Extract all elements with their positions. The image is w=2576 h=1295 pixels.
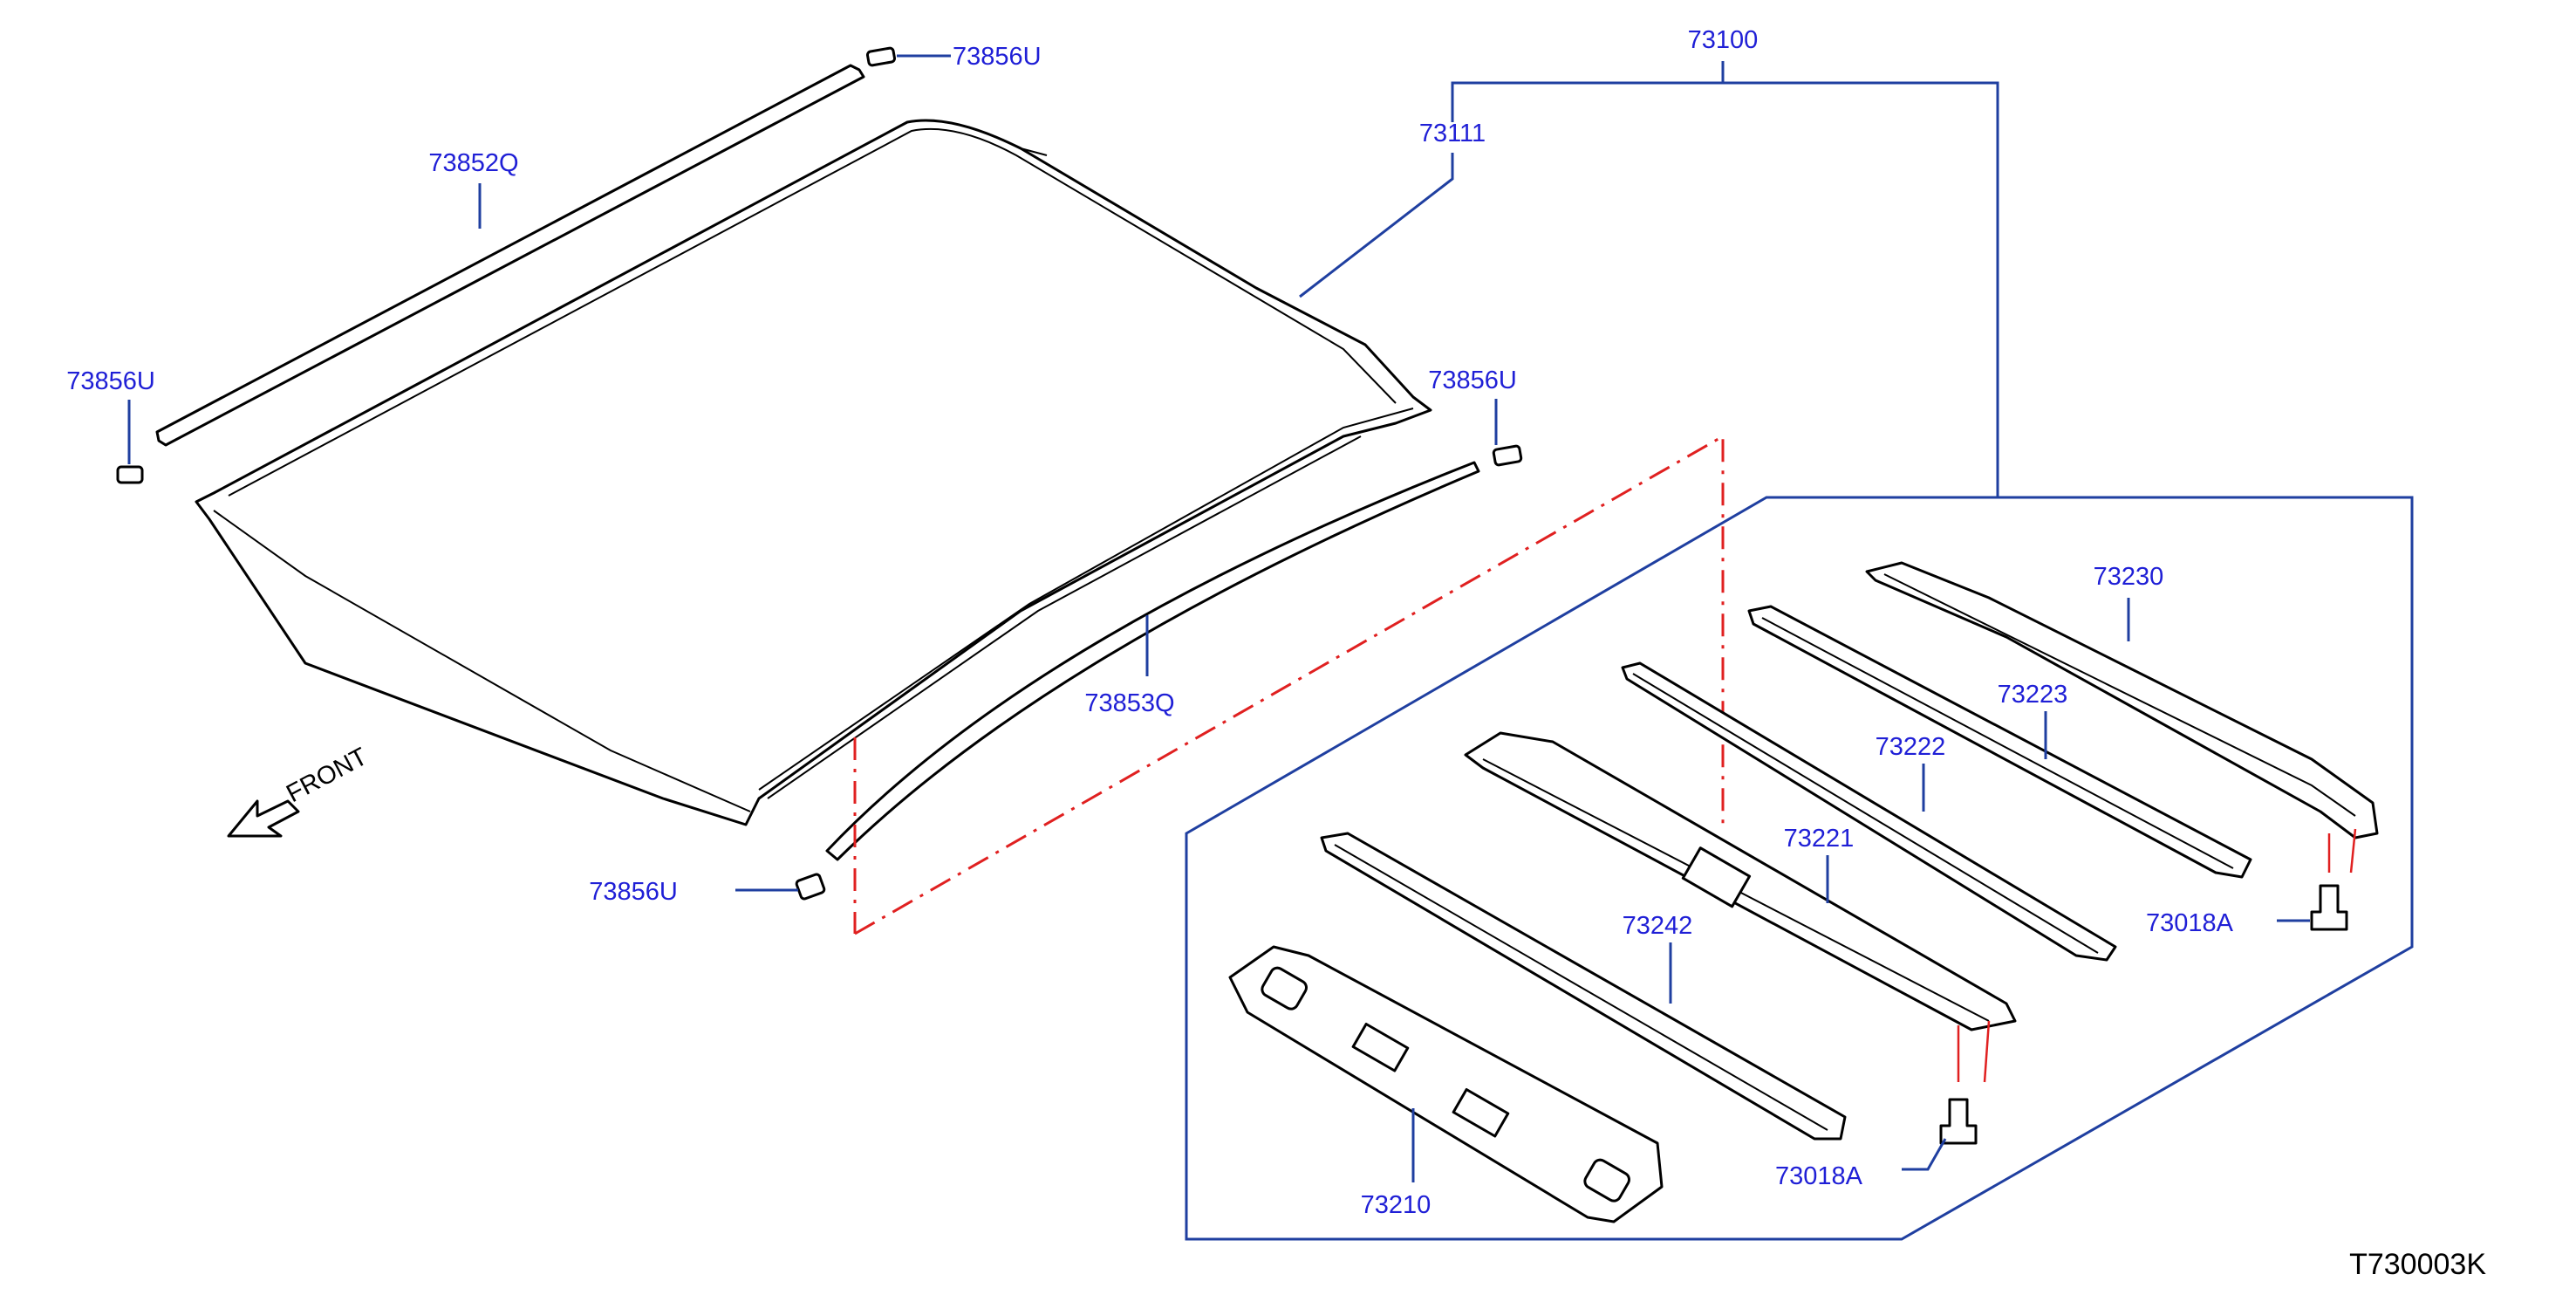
label-clip-left: 73856U bbox=[66, 367, 155, 395]
rail-center-bow-drawing bbox=[1464, 731, 2017, 1031]
label-bolt-upper: 73018A bbox=[2146, 909, 2234, 937]
label-rail-center-bow: 73221 bbox=[1784, 825, 1855, 853]
label-rail-rear: 73230 bbox=[2094, 563, 2164, 591]
clip-drawings bbox=[116, 46, 1523, 901]
label-clip-bottom: 73856U bbox=[589, 878, 678, 906]
rail-reinforcement-drawing bbox=[1320, 832, 1847, 1141]
label-rail-front: 73210 bbox=[1361, 1191, 1431, 1219]
label-molding-left: 73852Q bbox=[428, 149, 518, 177]
label-rail-reinforcement: 73242 bbox=[1623, 912, 1693, 940]
front-arrow-icon bbox=[227, 799, 300, 838]
rail-bow-3-drawing bbox=[1747, 605, 2252, 879]
label-clip-right: 73856U bbox=[1428, 367, 1517, 394]
label-bolt-lower: 73018A bbox=[1775, 1162, 1863, 1190]
part-labels: 73100 73111 73852Q 73853Q 73856U 73856U … bbox=[66, 26, 2233, 1219]
front-indicator: FRONT bbox=[227, 743, 372, 838]
leader-roof-panel bbox=[1299, 153, 1454, 298]
rail-rear-drawing bbox=[1865, 561, 2379, 839]
subassembly-frame bbox=[1185, 496, 2414, 1241]
roof-panel-drawing bbox=[195, 119, 1432, 826]
bolt-drawings bbox=[1939, 828, 2357, 1145]
label-rail-bow-3: 73223 bbox=[1998, 681, 2068, 709]
label-rail-bow-2: 73222 bbox=[1876, 733, 1946, 761]
label-molding-right: 73853Q bbox=[1084, 689, 1174, 717]
label-clip-top: 73856U bbox=[953, 43, 1042, 71]
rail-bow-2-drawing bbox=[1621, 661, 2117, 962]
label-roof-panel: 73111 bbox=[1419, 120, 1486, 147]
leader-lines bbox=[127, 54, 2310, 1182]
alignment-guides bbox=[853, 434, 1725, 935]
molding-right-drawing bbox=[825, 461, 1480, 861]
rail-front-drawing bbox=[1228, 945, 1664, 1223]
leader-bolt-lower bbox=[1902, 1138, 1947, 1171]
leader-roof-assembly bbox=[1451, 61, 1999, 497]
front-label: FRONT bbox=[282, 743, 372, 808]
reference-code: T730003K bbox=[2349, 1248, 2486, 1281]
molding-left-drawing bbox=[155, 64, 865, 447]
label-roof-assembly: 73100 bbox=[1688, 26, 1759, 54]
